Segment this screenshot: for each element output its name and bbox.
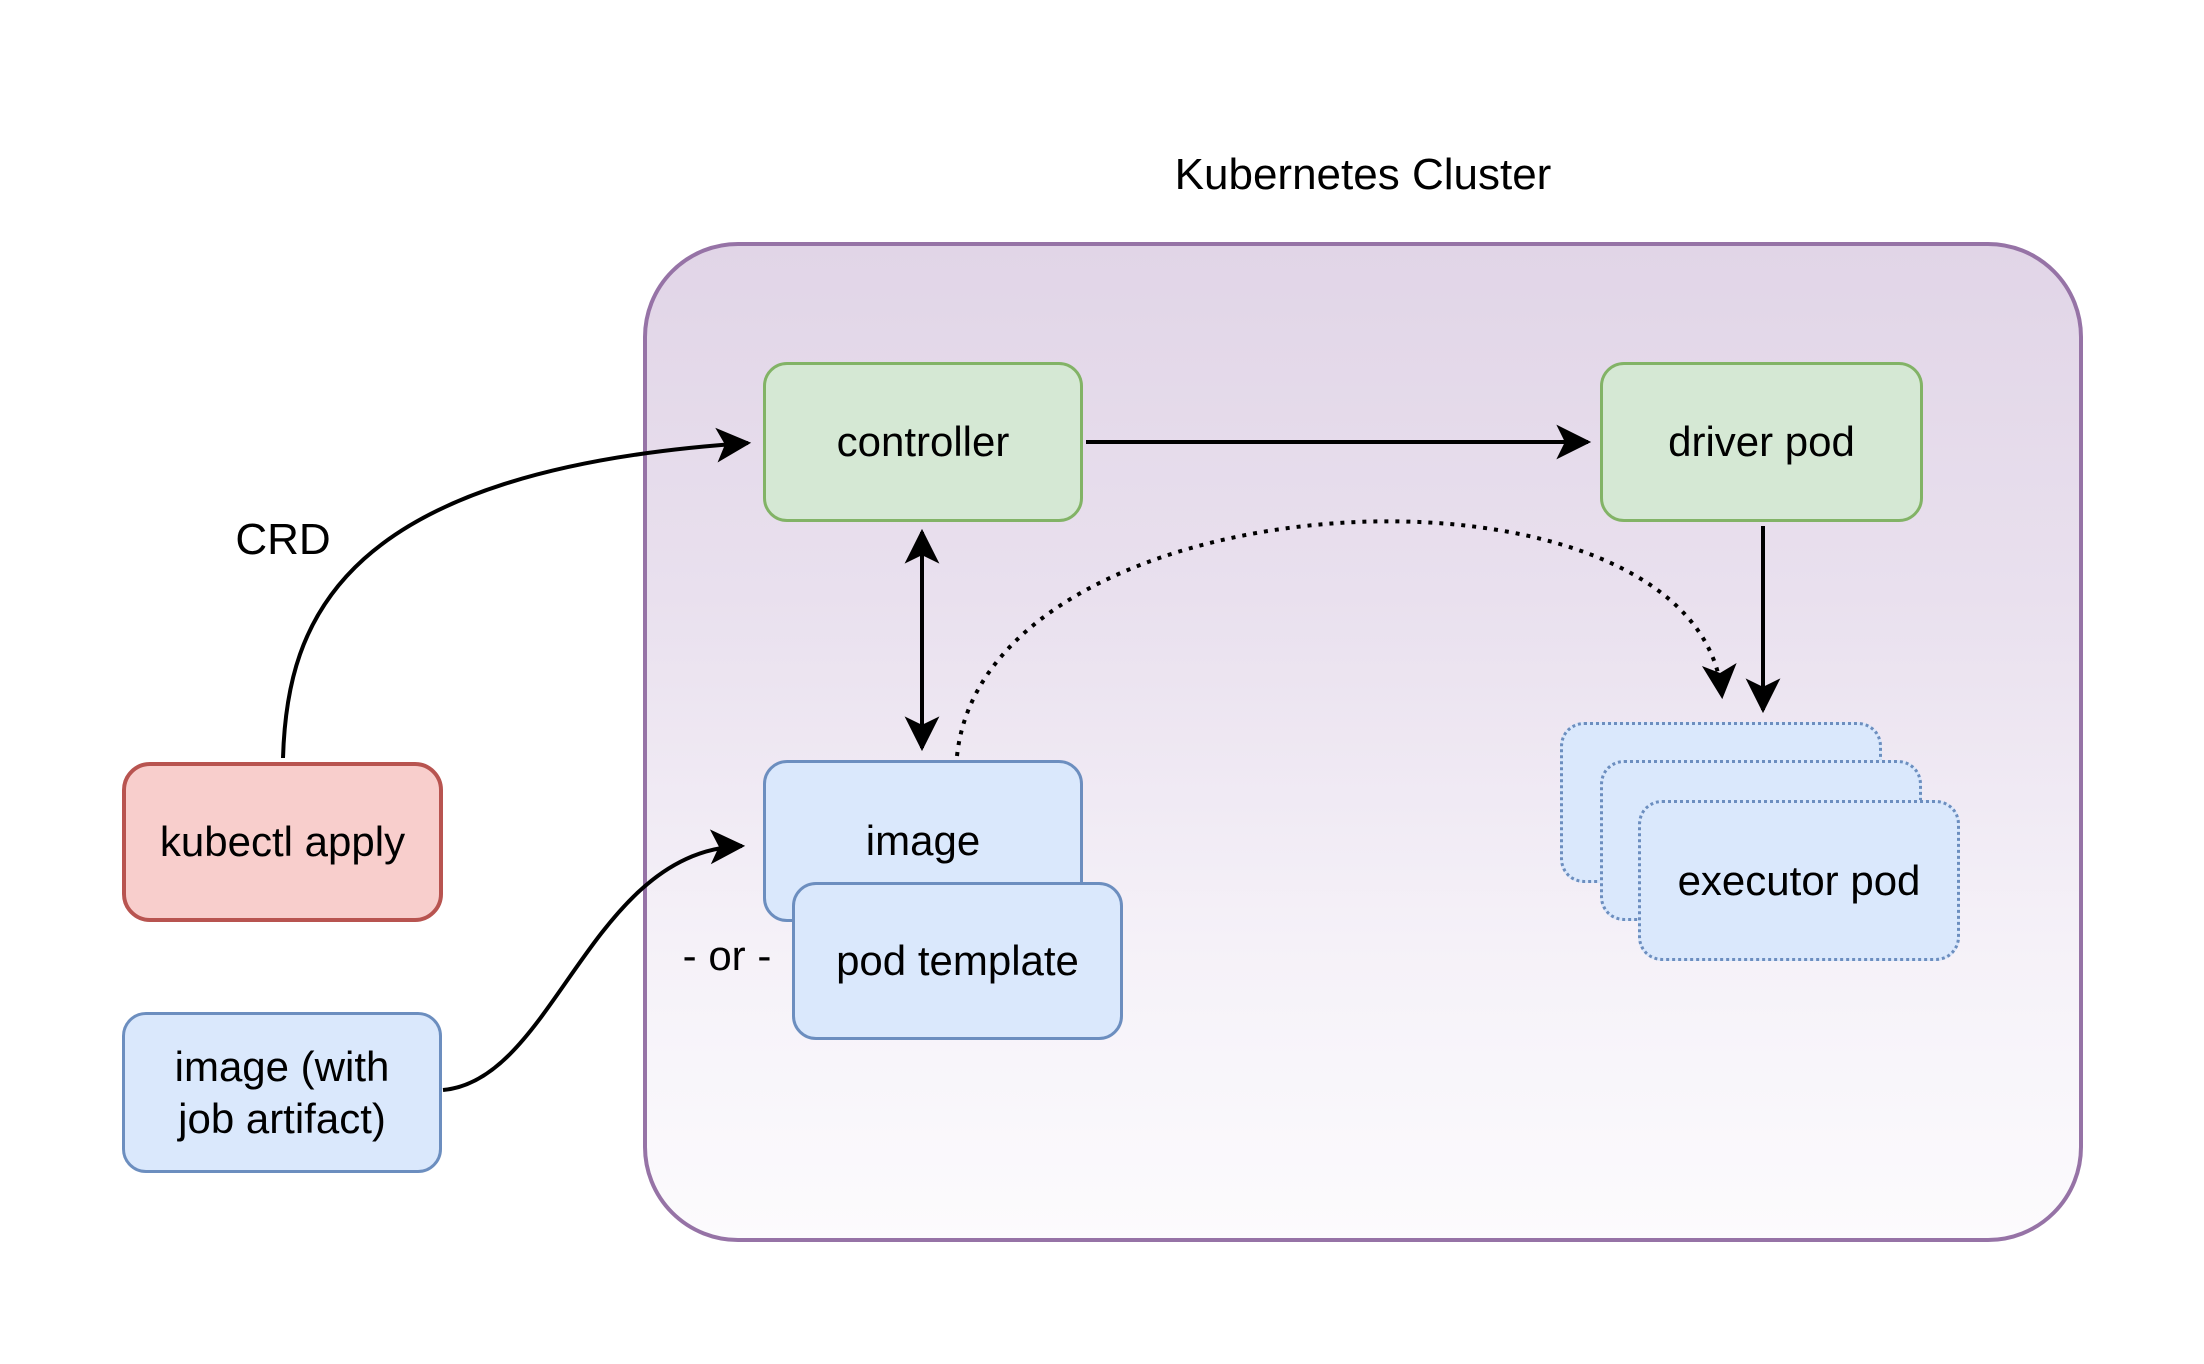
node-executor-pod-front: executor pod [1638,800,1960,961]
node-pod-template-label: pod template [836,937,1079,985]
node-executor-pod-front-label: executor pod [1677,856,1921,904]
node-kubectl-apply: kubectl apply [122,762,443,922]
or-label: - or - [682,932,772,979]
cluster-title: Kubernetes Cluster [1174,150,1552,199]
crd-edge-label: CRD [235,515,331,564]
node-image-with-job-artifact: image (with job artifact) [122,1012,442,1173]
node-image-label: image [865,817,981,865]
node-driver-pod: driver pod [1600,362,1923,522]
node-controller: controller [763,362,1083,522]
node-image-with-job-artifact-label: image (with job artifact) [174,1043,390,1142]
node-driver-pod-label: driver pod [1668,418,1855,466]
node-pod-template: pod template [792,882,1123,1040]
node-kubectl-apply-label: kubectl apply [159,818,406,866]
node-controller-label: controller [836,418,1010,466]
